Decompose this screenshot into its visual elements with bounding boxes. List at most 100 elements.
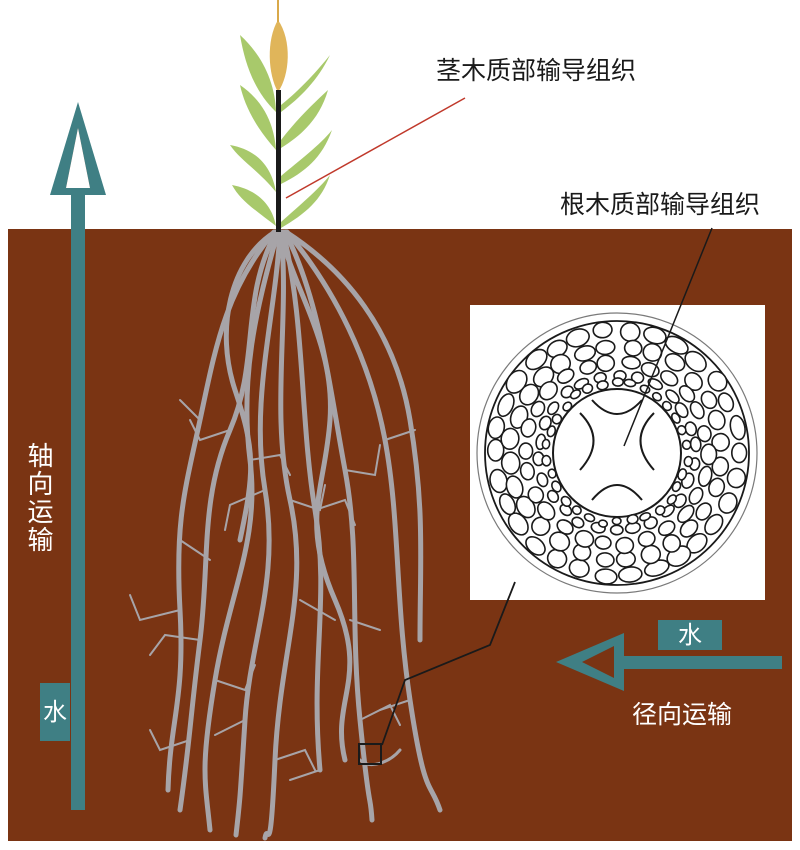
cortex-cell <box>500 451 521 475</box>
cortex-cell <box>621 355 641 370</box>
cortex-cell <box>546 425 557 438</box>
cortex-cell <box>551 413 563 425</box>
cortex-cell <box>594 568 618 585</box>
stem-xylem-label: 茎木质部输导组织 <box>436 56 637 85</box>
cortex-cell <box>596 380 609 391</box>
cortex-cell <box>623 378 637 388</box>
cortex-cell <box>562 401 573 412</box>
cortex-cell <box>664 352 686 372</box>
cortex-cell <box>486 438 505 462</box>
cortex-cell <box>547 468 557 479</box>
xylem-arc <box>591 399 643 415</box>
cortex-cell <box>556 519 574 535</box>
cortex-cell <box>595 552 615 568</box>
cortex-cell <box>700 443 718 466</box>
root-cross-section-icon <box>476 312 758 594</box>
cortex-cell <box>541 438 551 450</box>
cortex-cell <box>571 516 585 529</box>
cortex-cell <box>688 486 704 505</box>
cortex-cell <box>695 502 713 521</box>
cortex-cell <box>518 442 534 460</box>
cortex-cell <box>665 389 680 404</box>
cortex-cell <box>595 339 616 356</box>
cortex-cell <box>615 536 635 555</box>
cortex-cell <box>520 418 537 438</box>
water-radial-badge: 水 <box>658 620 722 650</box>
radial-transport-label: 径向运输 <box>632 700 733 729</box>
cortex-cell <box>611 377 624 387</box>
cortex-cell <box>684 350 707 373</box>
cortex-cell <box>683 455 694 468</box>
cortex-cell <box>670 412 681 424</box>
cortex-cell <box>569 389 582 400</box>
cortex-cell <box>505 475 524 499</box>
cortex-cell <box>626 513 639 525</box>
axial-transport-label: 轴向运输 <box>23 442 53 554</box>
cortex-cell <box>541 454 552 467</box>
cortex-cell <box>497 393 515 418</box>
cortex-cell <box>678 385 696 403</box>
cortex-cell <box>560 495 572 508</box>
cortex-cell <box>489 468 508 494</box>
cortex-cell <box>707 409 726 431</box>
cortex-cell <box>596 354 616 373</box>
cortex-cell <box>654 505 666 516</box>
cortex-cell <box>525 536 546 556</box>
cortex-cell <box>674 402 689 419</box>
cortex-cell <box>498 493 517 516</box>
cortex-cell <box>538 380 558 401</box>
cortex-cell <box>711 456 730 477</box>
cortex-cell <box>726 467 747 489</box>
cortex-cell <box>697 465 713 487</box>
xylem-arc <box>579 412 595 471</box>
radial-transport-arrow <box>556 633 782 691</box>
cortex-cell <box>708 477 726 498</box>
cortex-cell <box>666 494 677 506</box>
cortex-cell <box>729 414 746 441</box>
cortex-cell <box>546 401 560 416</box>
cortex-cell <box>717 392 735 413</box>
cortex-cell <box>637 530 656 548</box>
cortex-cell <box>551 480 562 493</box>
cortex-cell <box>676 425 687 436</box>
cortex-cell <box>527 486 545 504</box>
cortex-cell <box>679 519 699 538</box>
cortex-cell <box>611 516 622 526</box>
cortex-cell <box>700 390 718 410</box>
cortex-cell <box>518 383 540 406</box>
cortex-cell <box>500 427 520 450</box>
cortex-cell <box>525 348 548 371</box>
water-axial-badge: 水 <box>40 683 70 741</box>
cortex-cell <box>664 335 689 355</box>
wheat-plant-icon <box>230 0 332 232</box>
cortex-cell <box>677 468 688 481</box>
cortex-cell <box>731 442 748 464</box>
cortex-cell <box>657 520 676 537</box>
cortex-cell <box>696 425 712 443</box>
cortex-cell <box>609 524 624 536</box>
cortex-cell <box>671 481 682 493</box>
cortex-cell <box>487 416 506 440</box>
cortex-cell <box>579 359 598 375</box>
root-system <box>129 229 443 841</box>
cortex-cell <box>571 505 582 516</box>
cortex-cell <box>704 513 724 536</box>
cortex-cell <box>536 501 556 521</box>
cortex-cell <box>583 513 596 523</box>
cortex-cell <box>565 328 590 348</box>
cortex-cell <box>594 535 612 550</box>
cortex-cell <box>574 529 595 548</box>
cortex-cell <box>597 519 609 528</box>
cortex-cell <box>581 383 594 394</box>
cortex-cell <box>519 461 535 481</box>
cortex-cell <box>546 489 560 504</box>
cortex-cell <box>651 391 663 402</box>
cortex-cell <box>662 534 682 553</box>
cortex-cell <box>536 472 549 488</box>
cortex-cell <box>689 401 705 420</box>
root-sample-box <box>358 743 382 765</box>
cortex-cell <box>592 321 613 339</box>
cortex-cell <box>681 439 692 450</box>
